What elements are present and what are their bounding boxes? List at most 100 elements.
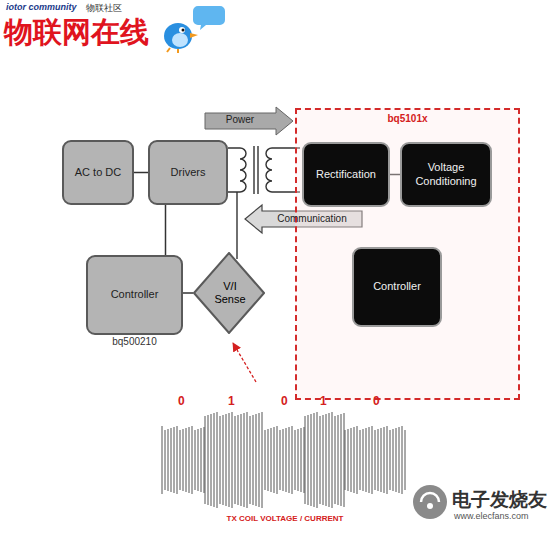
wave-stroke <box>229 413 230 507</box>
bit-value: 0 <box>281 394 288 408</box>
wave-stroke <box>399 427 400 493</box>
node-label: Rectification <box>316 168 376 181</box>
wave-stroke <box>344 413 345 507</box>
wave-stroke <box>314 413 315 507</box>
wave-stroke <box>280 430 281 490</box>
wave-stroke <box>301 428 302 492</box>
process-box: AC to DC <box>62 140 134 205</box>
chip-boundary: bq5101xRectification Voltage Conditioning… <box>295 108 520 400</box>
node-label: AC to DC <box>75 166 121 179</box>
wave-stroke <box>283 429 284 491</box>
process-box: Drivers <box>148 140 228 205</box>
wave-stroke <box>372 426 373 494</box>
wave-stroke <box>211 414 212 506</box>
wave-stroke <box>274 427 275 493</box>
wave-stroke <box>241 414 242 506</box>
logo-text: iotor community <box>6 2 77 12</box>
node-label: Controller <box>373 280 421 293</box>
process-box: Voltage Conditioning <box>400 142 492 207</box>
wave-stroke <box>235 416 236 504</box>
wave-stroke <box>259 413 260 507</box>
wave-stroke <box>262 412 263 508</box>
logo-text: 物联社区 <box>86 2 122 15</box>
wave-stroke <box>217 412 218 508</box>
wave-stroke <box>165 430 166 490</box>
watermark-icon <box>413 485 447 519</box>
wave-stroke <box>177 426 178 494</box>
wave-stroke <box>250 416 251 504</box>
wave-stroke <box>335 416 336 504</box>
wave-stroke <box>363 429 364 491</box>
wave-stroke <box>265 430 266 490</box>
wave-stroke <box>351 428 352 492</box>
wave-stroke <box>345 430 346 490</box>
wave-stroke <box>232 412 233 508</box>
wave-stroke <box>198 429 199 491</box>
controller-box: Controllerbq500210 <box>86 255 183 335</box>
bird-logo <box>164 6 225 53</box>
wave-stroke <box>329 413 330 507</box>
wave-stroke <box>192 426 193 494</box>
waveform-caption: TX COIL VOLTAGE / CURRENT <box>160 514 410 523</box>
wave-stroke <box>174 427 175 493</box>
wave-stroke <box>381 428 382 492</box>
wave-stroke <box>223 415 224 505</box>
node-label: V/I Sense <box>210 280 250 306</box>
wave-stroke <box>205 416 206 504</box>
transformer <box>228 146 300 259</box>
wave-stroke <box>244 413 245 507</box>
wave-stroke <box>311 414 312 506</box>
wave-stroke <box>208 415 209 505</box>
power-arrow <box>205 107 293 135</box>
wave-stroke <box>214 413 215 507</box>
decision-diamond: V/I Sense <box>193 252 267 334</box>
arrow-label: Power <box>205 114 275 125</box>
wave-stroke <box>247 412 248 508</box>
controller-box: Controller <box>352 247 442 327</box>
sense-wire <box>236 192 237 259</box>
wave-stroke <box>271 428 272 492</box>
node-label: Voltage Conditioning <box>406 161 486 187</box>
logo-title: 物联网在线 <box>4 13 149 53</box>
wave-stroke <box>204 427 205 493</box>
wave-stroke <box>393 429 394 491</box>
node-label: bq5101x <box>387 113 427 125</box>
wave-stroke <box>354 427 355 493</box>
wave-stroke <box>305 416 306 504</box>
bit-value: 0 <box>178 394 185 408</box>
wave-stroke <box>338 415 339 505</box>
wave-stroke <box>378 429 379 491</box>
wave-stroke <box>195 430 196 490</box>
wave-stroke <box>341 414 342 506</box>
wave-stroke <box>186 428 187 492</box>
wave-stroke <box>384 427 385 493</box>
wave-stroke <box>226 414 227 506</box>
wave-stroke <box>390 430 391 490</box>
wave-stroke <box>238 415 239 505</box>
wave-stroke <box>326 414 327 506</box>
wave-stroke <box>286 428 287 492</box>
watermark-url: www.elecfans.com <box>454 511 529 521</box>
wave-stroke <box>405 430 406 490</box>
wave-stroke <box>323 415 324 505</box>
wave-stroke <box>317 412 318 508</box>
process-box: Rectification <box>302 142 390 207</box>
wave-stroke <box>171 428 172 492</box>
wave-stroke <box>253 415 254 505</box>
wave-stroke <box>183 429 184 491</box>
wave-stroke <box>320 416 321 504</box>
coil-waveform <box>162 412 405 508</box>
wave-stroke <box>180 430 181 490</box>
wave-stroke <box>308 415 309 505</box>
wave-stroke <box>162 426 163 494</box>
wave-stroke <box>387 426 388 494</box>
arrow-label: Communication <box>262 213 362 224</box>
wave-stroke <box>201 428 202 492</box>
wave-stroke <box>396 428 397 492</box>
wave-stroke <box>298 429 299 491</box>
wave-stroke <box>289 427 290 493</box>
wave-stroke <box>189 427 190 493</box>
bit-value: 0 <box>373 394 380 408</box>
wave-stroke <box>168 429 169 491</box>
chip-name: bq500210 <box>88 336 181 348</box>
